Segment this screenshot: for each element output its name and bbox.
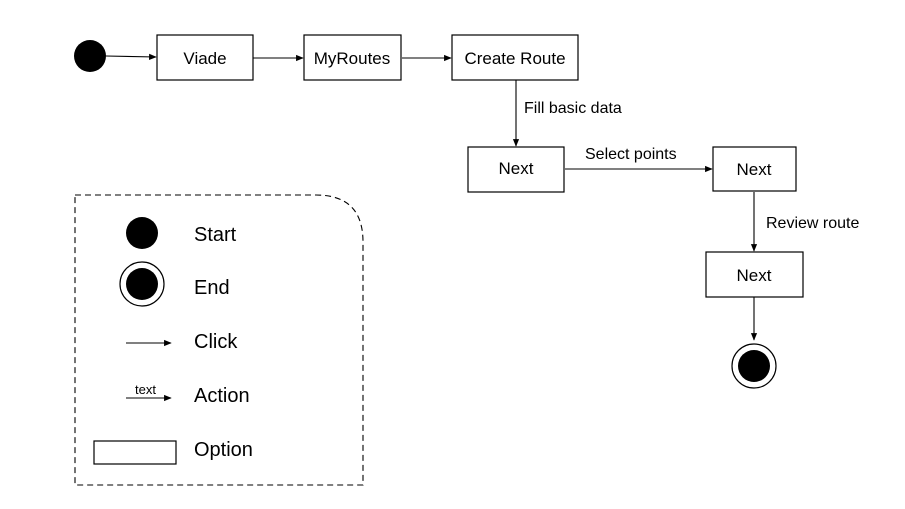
legend-click-label: Click: [194, 331, 238, 353]
legend-start-symbol: [126, 217, 158, 249]
option-label-next-3: Next: [737, 266, 772, 285]
option-label-myroutes: MyRoutes: [314, 49, 391, 68]
legend-action-sample-text: text: [135, 382, 156, 397]
legend: Start End Click text Action Option: [74, 194, 364, 486]
option-label-create-route: Create Route: [464, 49, 565, 68]
legend-start-label: Start: [194, 224, 237, 246]
edge-start-to-viade: [105, 53, 157, 60]
edge-label-fill-basic-data: Fill basic data: [524, 100, 622, 117]
end-node: [731, 343, 777, 389]
edge-label-review-route: Review route: [766, 215, 859, 232]
option-box-next-3: Next: [705, 251, 804, 298]
edge-label-select-points: Select points: [585, 146, 677, 163]
option-label-viade: Viade: [183, 49, 226, 68]
legend-frame: [74, 194, 364, 486]
option-label-next-2: Next: [737, 160, 772, 179]
option-box-next-2: Next: [712, 146, 797, 192]
legend-option-symbol: [93, 440, 177, 465]
option-box-viade: Viade: [156, 34, 254, 81]
legend-action-label: Action: [194, 385, 250, 407]
legend-option-label: Option: [194, 439, 253, 461]
option-box-next-1: Next: [467, 146, 565, 193]
option-label-next-1: Next: [499, 159, 534, 178]
option-box-myroutes: MyRoutes: [303, 34, 402, 81]
start-node: [74, 40, 106, 72]
legend-end-symbol: [119, 261, 165, 307]
option-box-create-route: Create Route: [451, 34, 579, 81]
legend-end-label: End: [194, 277, 230, 299]
